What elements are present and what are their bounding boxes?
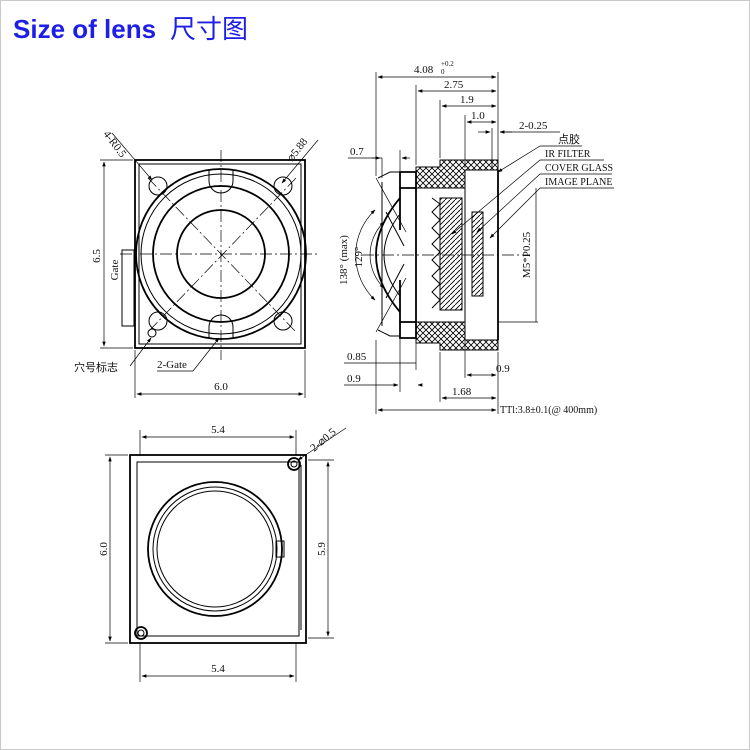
- bottom-outer-circle: [147, 481, 283, 617]
- label-bottom-hole: 2-⌀0.5: [308, 426, 339, 454]
- side-top-flange: [415, 159, 499, 189]
- label-168: 1.68: [452, 386, 472, 398]
- label-two-gate: 2-Gate: [157, 359, 187, 371]
- front-corner-hole-tl: [148, 176, 168, 196]
- bottom-outline: [129, 454, 307, 644]
- front-corner-hole-tr: [273, 176, 293, 196]
- leader-hole-mark: [129, 337, 152, 367]
- bottom-hole-tr-inner: [290, 460, 298, 468]
- label-tol-upper: +0.2: [441, 60, 454, 68]
- front-gate-tab: [121, 249, 135, 327]
- fov-ray-top: [375, 177, 407, 233]
- label-07: 0.7: [350, 146, 364, 158]
- page-title: Size of lens 尺寸图: [13, 9, 248, 46]
- leader-glue: [497, 145, 541, 173]
- side-lens-edge-bottom: [385, 263, 405, 299]
- gate-label: Gate: [109, 260, 121, 281]
- label-glue: 点胶: [558, 132, 580, 146]
- label-ir-filter: IR FILTER: [545, 149, 591, 160]
- bottom-notch: [275, 540, 285, 558]
- title-english: Size of lens: [13, 14, 157, 44]
- side-front-cap: [377, 171, 400, 337]
- label-09-left: 0.9: [347, 373, 361, 385]
- front-view: 6.5 Gate 6.0 4-R0.5 ⌀5.88 穴号标志 2-Gate: [74, 129, 320, 398]
- label-thread: M5*P0.25: [521, 231, 533, 278]
- label-085: 0.85: [347, 351, 367, 363]
- leader-two-gate: [192, 337, 220, 372]
- label-60: 6.0: [98, 542, 110, 556]
- leader-ir-filter: [451, 159, 541, 235]
- label-ttl: TTl:3.8±0.1(@ 400mm): [500, 405, 597, 416]
- side-barrel-top: [399, 171, 417, 189]
- leader-image-plane: [489, 187, 541, 239]
- bottom-view: 5.4 2-⌀0.5 6.0 5.9 5.4: [98, 424, 347, 682]
- label-cover-glass: COVER GLASS: [545, 163, 613, 174]
- label-275: 2.75: [444, 79, 464, 91]
- front-corner-hole-bl: [148, 311, 168, 331]
- leader-corner-radius: [111, 132, 153, 181]
- label-54-bot: 5.4: [211, 663, 225, 675]
- front-centerline-diag2: [147, 177, 297, 333]
- leader-cover-glass: [476, 173, 541, 233]
- fov-max-arc: [355, 209, 376, 301]
- label-total-length: 4.08: [414, 64, 434, 76]
- bottom-hole-bl-inner: [137, 629, 145, 637]
- bottom-inner-outline: [136, 461, 300, 637]
- side-lens-edge-top: [385, 211, 405, 247]
- label-fov-max: 138° (max): [338, 235, 350, 285]
- fov-ray-bottom: [375, 277, 407, 333]
- front-hole-mark-circle: [147, 328, 157, 338]
- label-hole-mark: 穴号标志: [74, 360, 118, 374]
- label-19: 1.9: [460, 94, 474, 106]
- side-barrel-bottom: [399, 321, 417, 339]
- label-59: 5.9: [316, 542, 328, 556]
- front-corner-hole-br: [273, 311, 293, 331]
- bottom-hole-bl: [134, 626, 148, 640]
- label-fov: 129°: [353, 247, 365, 268]
- label-10: 1.0: [471, 110, 485, 122]
- label-09-right: 0.9: [496, 363, 510, 375]
- side-view: 138° (max) 129° 4.08 +0.2 0 2.75 1.9 1.0…: [338, 60, 614, 416]
- label-image-plane: IMAGE PLANE: [545, 177, 613, 188]
- label-corner-radius: 4-R0.5: [101, 129, 129, 161]
- label-54-top: 5.4: [211, 424, 225, 436]
- label-tol-lower: 0: [441, 68, 445, 76]
- side-bottom-flange: [415, 321, 499, 351]
- label-025: 2-0.25: [519, 120, 548, 132]
- side-lens-stack: [439, 197, 463, 311]
- bottom-inner-circle: [152, 486, 278, 612]
- dim-6-5-label: 6.5: [91, 249, 103, 263]
- dim-6-0-label: 6.0: [214, 381, 228, 393]
- leader-bottom-hole: [297, 427, 347, 461]
- bottom-hole-tr: [287, 457, 301, 471]
- side-dome-lens: [375, 197, 401, 313]
- fov-arc: [369, 221, 385, 289]
- side-ir-filter: [471, 211, 484, 297]
- title-chinese: 尺寸图: [170, 15, 249, 45]
- leader-hole-dia: [281, 139, 319, 184]
- side-thread: [431, 197, 441, 309]
- bottom-core-circle: [156, 490, 274, 608]
